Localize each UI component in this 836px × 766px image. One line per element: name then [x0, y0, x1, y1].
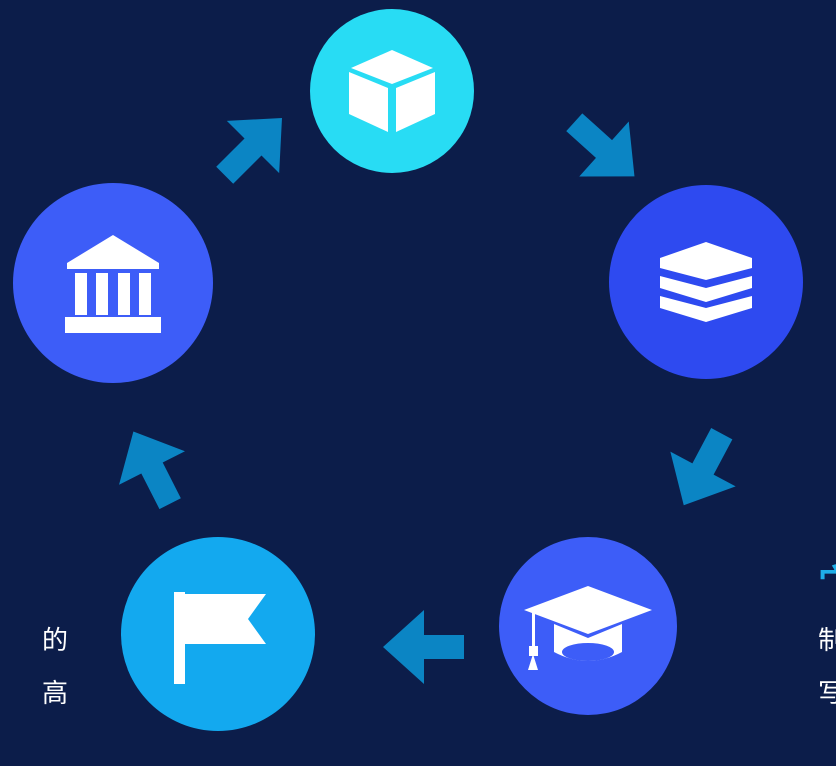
left-text-line2: 高 — [42, 679, 69, 709]
layers-icon — [660, 242, 752, 322]
cube-node — [310, 9, 474, 173]
bank-icon — [65, 235, 161, 333]
right-panel-title: 宀 — [818, 554, 836, 606]
flag-icon — [174, 592, 266, 684]
arrow-flag-to-bank — [119, 431, 185, 510]
graduation-cap-icon — [524, 586, 652, 670]
cube-icon — [349, 50, 435, 132]
layers-node — [609, 185, 803, 379]
bank-node — [13, 183, 213, 383]
arrow-bank-to-cube — [216, 118, 282, 184]
arrow-cube-to-layers — [566, 113, 635, 177]
right-panel-line2: 写 — [818, 679, 836, 709]
flag-node — [121, 537, 315, 731]
arrow-layers-to-graduation — [670, 428, 736, 506]
arrow-graduation-to-flag — [383, 610, 464, 684]
right-panel-line1: 制 — [818, 626, 836, 656]
graduation-node — [499, 537, 677, 715]
left-text-line1: 的 — [42, 626, 69, 656]
